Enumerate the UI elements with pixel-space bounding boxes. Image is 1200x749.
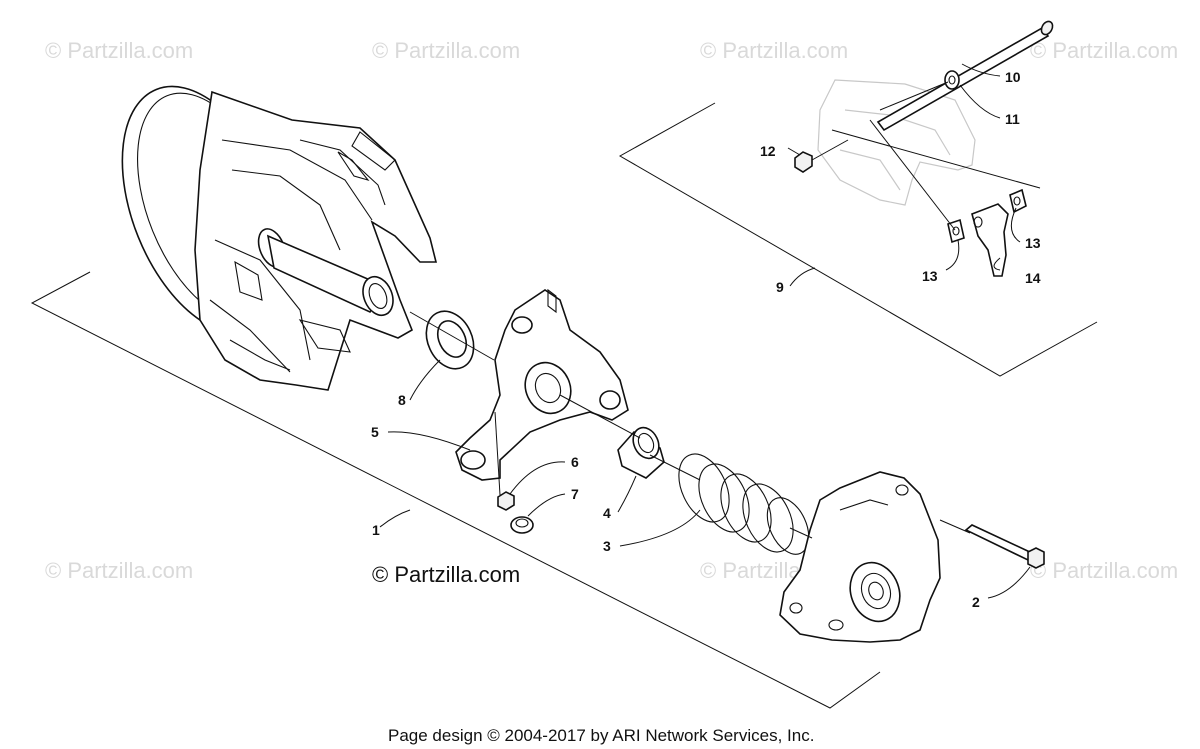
brand-watermark: © Partzilla.com xyxy=(372,562,520,587)
callout-13-upper: 13 xyxy=(1025,235,1041,251)
footer-copyright: Page design © 2004-2017 by ARI Network S… xyxy=(388,726,814,745)
callout-2: 2 xyxy=(972,594,980,610)
callout-1: 1 xyxy=(372,522,380,538)
assembly-outline-sub xyxy=(618,102,1098,377)
washer-11 xyxy=(944,70,960,90)
spring-3 xyxy=(678,453,810,555)
watermark: © Partzilla.com xyxy=(372,38,520,63)
callout-7: 7 xyxy=(571,486,579,502)
pin-10 xyxy=(876,20,1054,132)
callout-4: 4 xyxy=(603,505,611,521)
bushing-4 xyxy=(617,426,665,479)
callout-10: 10 xyxy=(1005,69,1021,85)
callout-6: 6 xyxy=(571,454,579,470)
nut-6 xyxy=(497,491,515,511)
watermark: © Partzilla.com xyxy=(1030,558,1178,583)
clutch-sheave xyxy=(121,85,438,391)
washer-7 xyxy=(510,516,534,534)
callout-11: 11 xyxy=(1005,111,1020,127)
assembly-outline-main xyxy=(30,271,881,709)
callout-8: 8 xyxy=(398,392,406,408)
bolt-2 xyxy=(964,524,1045,569)
callout-leaders xyxy=(379,63,1031,599)
nut-12 xyxy=(794,151,813,173)
watermark: © Partzilla.com xyxy=(45,38,193,63)
watermark: © Partzilla.com xyxy=(45,558,193,583)
guide-lines xyxy=(409,81,1041,539)
arm-14 xyxy=(971,203,1009,277)
callout-labels: 1 2 3 4 5 6 7 8 9 10 11 12 13 13 14 xyxy=(371,69,1041,610)
callout-14: 14 xyxy=(1025,270,1041,286)
callout-13-lower: 13 xyxy=(922,268,938,284)
watermark: © Partzilla.com xyxy=(1030,38,1178,63)
callout-5: 5 xyxy=(371,424,379,440)
washer-8 xyxy=(425,310,475,370)
housing-ghost xyxy=(817,79,976,206)
watermark: © Partzilla.com xyxy=(700,38,848,63)
shim-13-upper xyxy=(1009,188,1027,214)
callout-9: 9 xyxy=(776,279,784,295)
callout-3: 3 xyxy=(603,538,611,554)
cover-plate xyxy=(779,471,941,643)
spider-5 xyxy=(455,288,629,481)
callout-12: 12 xyxy=(760,143,776,159)
